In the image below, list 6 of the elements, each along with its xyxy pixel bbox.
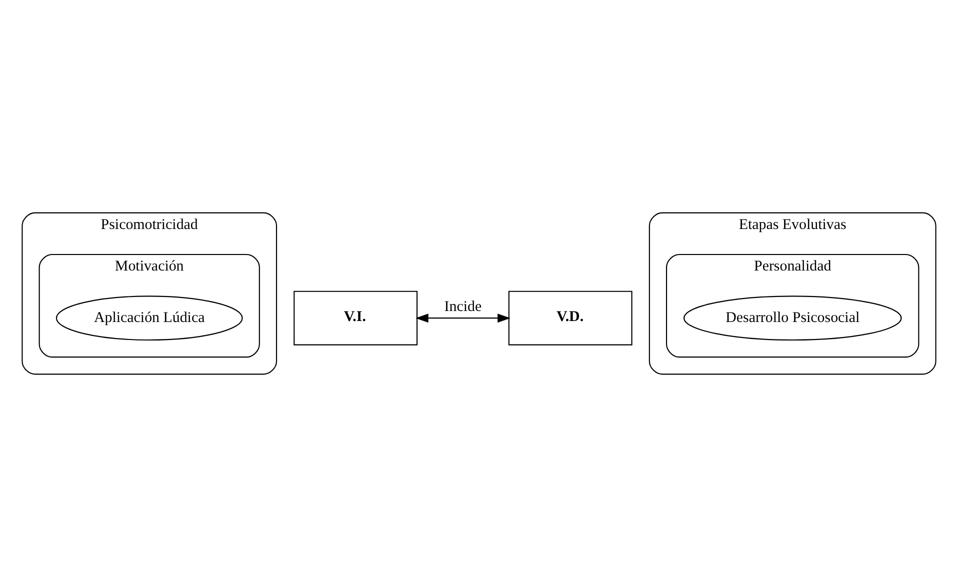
edge-label: Incide bbox=[444, 298, 482, 314]
node-box: V.I. bbox=[294, 290, 418, 345]
node-ellipse: Aplicación Lúdica bbox=[56, 295, 243, 340]
arrow bbox=[416, 313, 510, 322]
node-ellipse: Desarrollo Psicosocial bbox=[683, 295, 902, 340]
node-box: V.D. bbox=[508, 290, 632, 345]
